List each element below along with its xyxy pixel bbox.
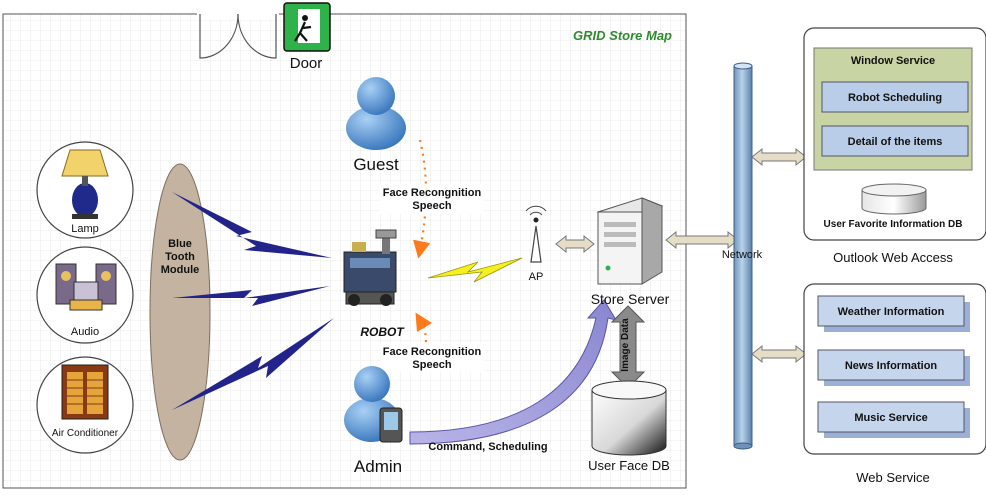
bluetooth-bolt-audio: [172, 286, 330, 306]
door-opening: [197, 6, 279, 59]
device-air-conditioner: [36, 356, 134, 454]
guest-link-label-line-1: Face Recongnition: [383, 187, 482, 199]
store-server-label: Store Server: [591, 291, 670, 307]
bluetooth-label-line-1: Blue: [168, 238, 192, 250]
bluetooth-bolt-ac: [172, 318, 334, 410]
robot-label: ROBOT: [360, 325, 405, 339]
news-box: [817, 349, 965, 381]
weather-label: Weather Information: [838, 306, 945, 318]
device-lamp: [36, 141, 134, 239]
map-title: GRID Store Map: [573, 28, 672, 43]
network-webservice-connector: [751, 344, 807, 364]
air-conditioner-icon: [61, 364, 109, 420]
command-label: Command, Scheduling: [428, 441, 547, 453]
bluetooth-label-line-2: Tooth: [165, 251, 195, 263]
admin-person-icon: [344, 366, 403, 443]
ap-label: AP: [529, 271, 544, 283]
lamp-icon: [61, 149, 109, 219]
guest-label: Guest: [353, 155, 399, 174]
music-box: [817, 401, 965, 433]
user-face-db-icon: [591, 380, 667, 456]
music-label: Music Service: [854, 412, 927, 424]
user-favorite-db-icon: [861, 183, 927, 215]
admin-link: [415, 312, 433, 363]
device-audio: [36, 246, 134, 344]
guest-person-icon: [346, 77, 406, 150]
store-server-icon: [596, 197, 664, 285]
ap-server-connector: [555, 234, 595, 254]
admin-link-label-line-2: Speech: [412, 359, 451, 371]
window-service-label: Window Service: [851, 55, 935, 67]
device-label-lamp: Lamp: [71, 223, 99, 235]
command-arrow: [409, 299, 618, 445]
image-data-label: Image Data: [620, 318, 631, 372]
audio-icon: [55, 263, 117, 311]
door-exit-icon: [283, 2, 331, 52]
access-point-icon: [525, 205, 547, 263]
detail-items-box: [821, 125, 969, 157]
bluetooth-label-line-3: Module: [161, 264, 200, 276]
robot-scheduling-box: [821, 81, 969, 113]
admin-link-label-line-1: Face Recongnition: [383, 346, 482, 358]
device-label-air-conditioner: Air Conditioner: [52, 428, 119, 439]
network-pole: [733, 62, 753, 450]
detail-items-label: Detail of the items: [848, 136, 943, 148]
user-favorite-db-label: User Favorite Information DB: [824, 219, 963, 230]
guest-link: [413, 139, 431, 259]
weather-box: [817, 295, 965, 327]
user-face-db-label: User Face DB: [588, 458, 670, 473]
guest-link-label-line-2: Speech: [412, 200, 451, 212]
bluetooth-module: [149, 163, 211, 461]
outlook-caption: Outlook Web Access: [833, 250, 953, 265]
robot-scheduling-label: Robot Scheduling: [848, 92, 942, 104]
wifi-bolt: [427, 257, 523, 283]
web-service-caption: Web Service: [856, 470, 929, 485]
door-label: Door: [290, 55, 323, 72]
admin-label: Admin: [354, 457, 402, 476]
network-outlook-connector: [751, 147, 807, 167]
news-label: News Information: [845, 360, 938, 372]
network-label: Network: [722, 249, 763, 261]
device-label-audio: Audio: [71, 326, 99, 338]
robot-icon: [343, 229, 397, 306]
